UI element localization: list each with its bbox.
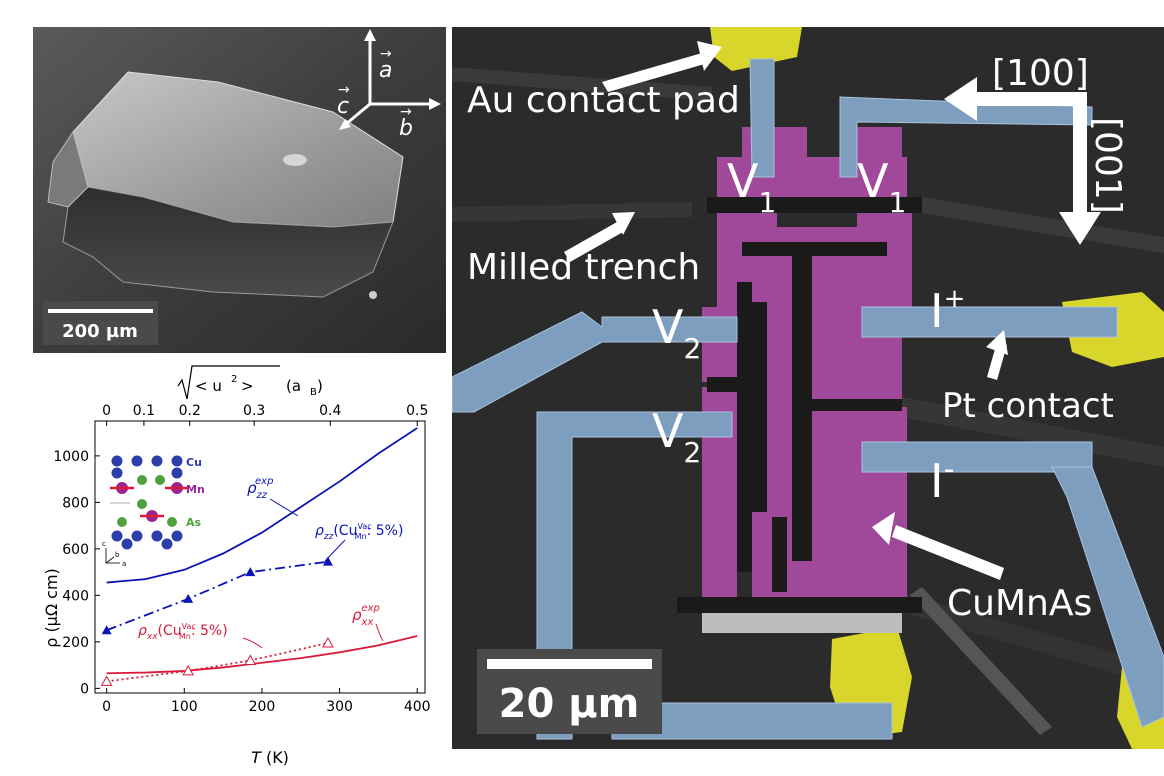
axis-label-c: c — [337, 94, 349, 119]
x-tick-label: 0 — [102, 699, 111, 715]
series-marker-1 — [183, 593, 194, 603]
plot-border — [94, 420, 426, 694]
top-axis-label-main: < u — [195, 377, 222, 395]
crystal-sem-drawing: a b c → → → 200 µm — [33, 27, 446, 353]
top-axis-label-unit: (a — [286, 377, 301, 395]
y-tick-label: 400 — [62, 588, 89, 604]
device-sem-drawing: [100] [001] Au contact pad Milled trench… — [452, 27, 1164, 749]
top-tick-label: 0.1 — [133, 403, 155, 419]
series-line-1 — [106, 560, 329, 632]
svg-text:c: c — [102, 540, 106, 548]
milled-trench-label: Milled trench — [467, 247, 700, 288]
series-marker-1 — [245, 567, 256, 577]
i-minus-label: I- — [930, 452, 954, 508]
x-tick-label: 400 — [404, 699, 431, 715]
label-rho-zz-exp: ρzzexp — [247, 476, 273, 501]
vector-arrow-b: → — [400, 104, 412, 120]
series-line-2 — [106, 635, 418, 675]
plot-frame — [94, 420, 426, 694]
top-tick-label: 0 — [102, 403, 111, 419]
scale-bar-box — [43, 301, 158, 345]
top-axis-label-unit-sub: B — [310, 387, 317, 398]
series-marker-3 — [244, 654, 257, 665]
top-tick-label: 0.5 — [406, 403, 428, 419]
v2-lower-label: V2 — [652, 404, 701, 469]
device-scale-bar-label: 20 µm — [499, 681, 640, 727]
series-marker-1 — [101, 625, 112, 635]
x-tick-label: 100 — [171, 699, 198, 715]
scale-bar-label: 200 µm — [62, 321, 138, 342]
label-rho-xx-exp: ρxxexp — [352, 603, 380, 628]
direction-100-label: [100] — [992, 53, 1089, 94]
au-pad-label: Au contact pad — [467, 80, 740, 121]
series-marker-3 — [322, 636, 334, 648]
top-axis-label-close: > — [241, 377, 254, 395]
top-axis-label-unit-close: ) — [317, 377, 323, 395]
scale-bar-line — [48, 309, 153, 313]
v1-right-label: V1 — [857, 154, 906, 219]
y-tick-label: 0 — [80, 681, 89, 697]
y-axis-label: ρ (µΩ cm) — [42, 568, 61, 648]
v1-left-label: V1 — [727, 154, 776, 219]
inset-legend-mn: Mn — [186, 483, 205, 496]
direction-001-label: [001] — [1087, 117, 1128, 214]
v2-upper-label: V2 — [652, 300, 701, 365]
i-plus-label: I+ — [930, 284, 965, 338]
device-scale-bar-line — [487, 659, 652, 669]
series-layer — [100, 427, 418, 686]
series-marker-3 — [182, 664, 195, 676]
series-line-0 — [106, 427, 418, 584]
y-tick-label: 600 — [62, 542, 89, 558]
inset-legend-as: As — [186, 516, 202, 529]
electrode-labels: V1 V1 V2 V2 I+ I- — [652, 154, 965, 508]
crystal-axes: a b c → → → — [337, 29, 441, 141]
vector-arrow-c: → — [338, 82, 350, 98]
axis-label-b: b — [399, 116, 413, 141]
x-axis-label: T (K) — [251, 748, 289, 767]
crystal-sem-image: a b c → → → 200 µm — [33, 27, 446, 353]
series-marker-3 — [100, 675, 113, 686]
y-tick-label: 200 — [62, 635, 89, 651]
milled-trench-shapes — [677, 197, 922, 633]
chart-svg: 0 100 200 300 400 0 200 400 600 800 1000 0 0.1 0.2 0.3… — [40, 358, 440, 770]
crystal-structure-inset: Cu Mn As c b a — [102, 455, 205, 568]
top-tick-label: 0.4 — [319, 403, 341, 419]
top-tick-label: 0.2 — [179, 403, 201, 419]
vector-arrow-a: → — [380, 46, 392, 62]
top-tick-label: 0.3 — [243, 403, 265, 419]
y-tick-label: 1000 — [53, 449, 89, 465]
resistivity-chart: 0 100 200 300 400 0 200 400 600 800 1000 0 0.1 0.2 0.3… — [40, 358, 440, 770]
x-tick-label: 200 — [249, 699, 276, 715]
y-tick-label: 800 — [62, 495, 89, 511]
cumnas-label: CuMnAs — [947, 583, 1092, 624]
svg-text:a: a — [122, 560, 126, 568]
top-axis-label-exp: 2 — [231, 374, 237, 385]
direction-arrows: [100] [001] — [944, 53, 1128, 245]
label-arrows — [564, 41, 1008, 580]
pt-contact-label: Pt contact — [942, 386, 1114, 426]
inset-axes: c b a — [102, 540, 126, 568]
x-tick-label: 300 — [326, 699, 353, 715]
series-marker-1 — [322, 556, 333, 566]
inset-legend-cu: Cu — [186, 456, 202, 469]
svg-text:b: b — [115, 551, 120, 559]
axis-label-a: a — [379, 58, 392, 83]
device-sem-image: [100] [001] Au contact pad Milled trench… — [452, 27, 1164, 749]
series-line-3 — [106, 642, 329, 683]
axis-ticks: 0 100 200 300 400 0 200 400 600 800 1000 0 0.1 0.2 0.3… — [53, 403, 430, 715]
top-axis-label: < u 2 > (a B ) — [177, 365, 323, 400]
